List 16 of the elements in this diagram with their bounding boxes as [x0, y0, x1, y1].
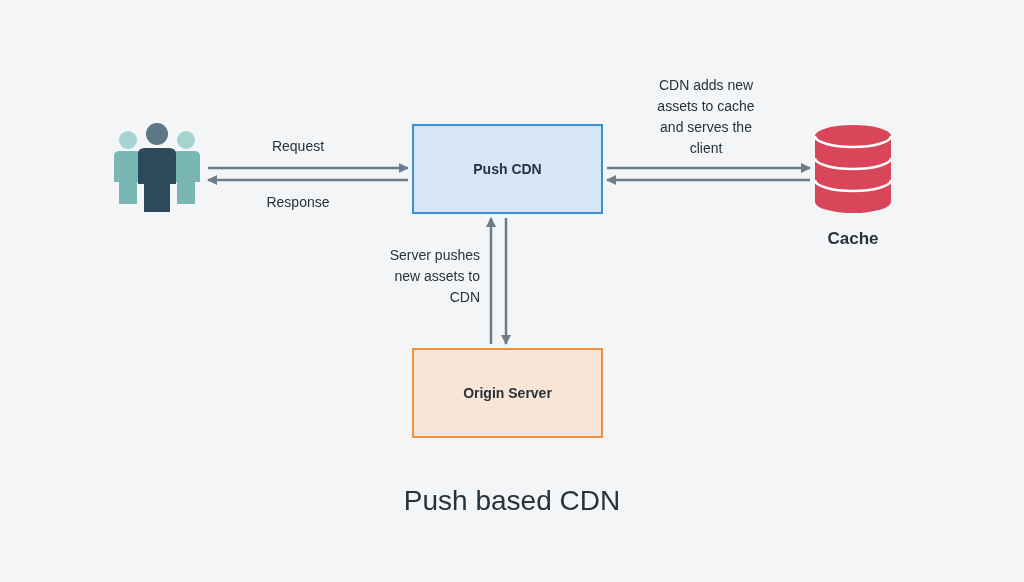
node-label: Cache — [826, 228, 880, 250]
edge-label: CDN adds new assets to cache and serves the client — [656, 76, 756, 158]
node-label: Origin Server — [463, 383, 552, 403]
process-box — [412, 124, 603, 214]
diagram-title: Push based CDN — [402, 484, 622, 518]
arrow — [607, 163, 811, 173]
arrow — [606, 175, 810, 185]
process-box — [412, 348, 603, 438]
edge-label: Response — [265, 193, 331, 212]
arrow — [208, 163, 409, 173]
arrow — [486, 217, 496, 344]
arrow — [501, 218, 511, 345]
node-label: Push CDN — [473, 159, 542, 179]
arrow — [207, 175, 408, 185]
edge-label: Server pushes new assets to CDN — [388, 246, 480, 307]
edge-label: Request — [270, 137, 326, 156]
